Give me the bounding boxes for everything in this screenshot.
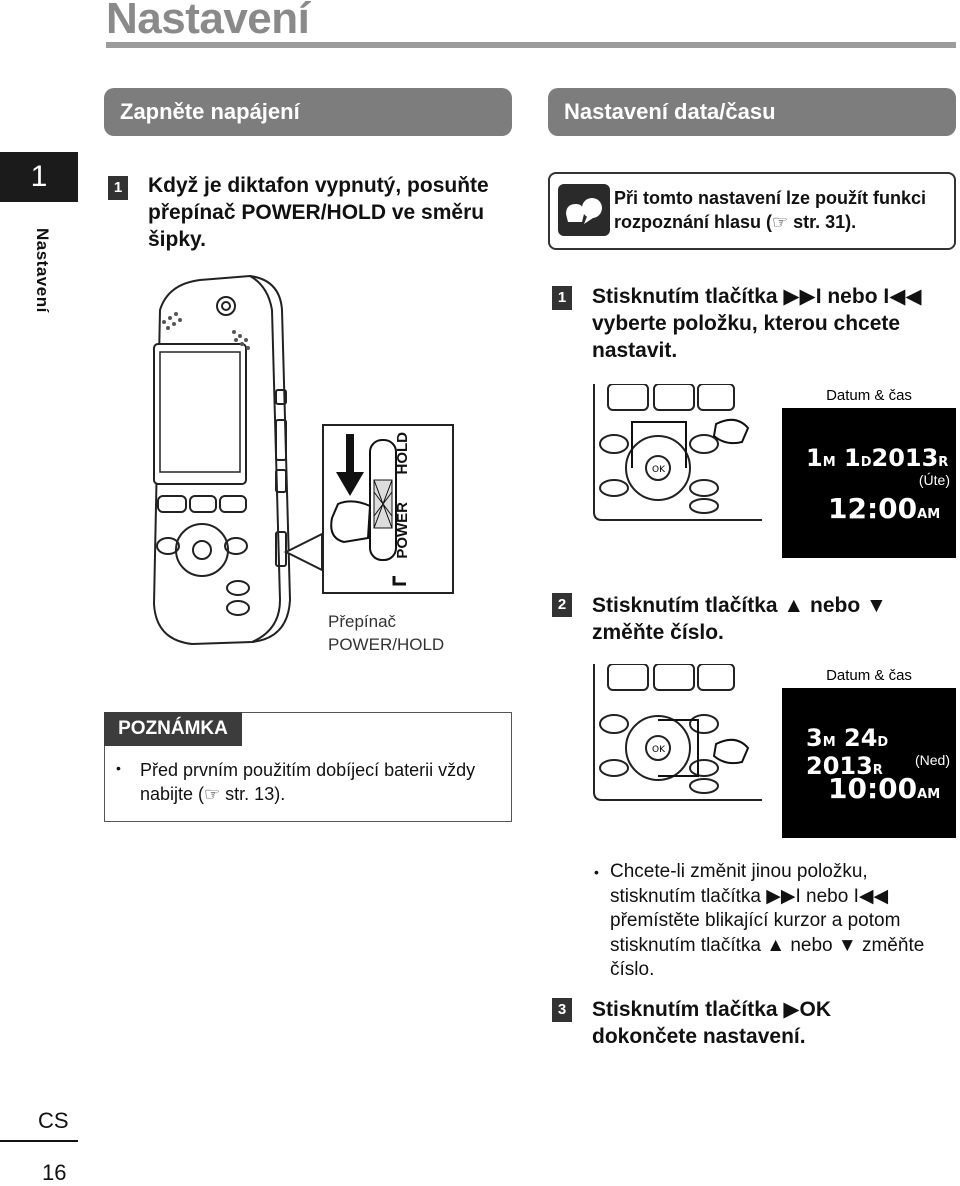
title-rule <box>106 42 956 48</box>
screen-time: 12:00AM <box>828 492 940 525</box>
day-unit: D <box>877 735 889 750</box>
ampm: AM <box>917 787 941 802</box>
weekday: (Úte) <box>918 472 950 488</box>
chapter-tab: 1 <box>0 152 78 202</box>
step-text: Stisknutím tlačítka ▶OK dokončete nastav… <box>592 998 832 1048</box>
time-value: 10:00 <box>828 772 918 805</box>
tip-box <box>548 172 956 250</box>
step-number: 1 <box>108 176 128 200</box>
day-value: 1 <box>844 444 861 472</box>
recorder-body <box>152 274 292 646</box>
step-text: Stisknutím tlačítka ▲ nebo ▼ změňte čísl… <box>592 594 887 644</box>
switch-label-hold: HOLD <box>394 432 411 475</box>
keypad-illustration: OK <box>593 384 762 521</box>
step-number: 3 <box>552 998 572 1022</box>
arrow-down-icon <box>336 434 364 496</box>
ok-label: OK <box>652 745 666 755</box>
callout-pointer <box>283 532 323 572</box>
month-unit: M <box>822 735 836 750</box>
caption-line: Přepínač <box>328 612 397 631</box>
footer-rule <box>0 1140 78 1142</box>
mic-dots <box>162 312 250 350</box>
bullet-icon: • <box>594 864 599 880</box>
year-value: 2013 <box>806 752 873 780</box>
year-unit: R <box>872 763 883 778</box>
screen-header: Datum & čas <box>782 664 956 688</box>
ampm: AM <box>917 507 941 522</box>
lcd-screen-1: Datum & čas 1M 1D2013R (Úte) 12:00AM <box>782 384 956 558</box>
voice-recognition-icon <box>558 184 610 236</box>
finger-icon <box>712 738 750 765</box>
screen-time: 10:00AM <box>828 772 940 805</box>
page-title: Nastavení <box>106 0 310 43</box>
month-value: 1 <box>806 444 823 472</box>
switch-drawing <box>330 434 406 586</box>
month-value: 3 <box>806 724 823 752</box>
page-number: 16 <box>42 1160 67 1185</box>
caption-line: POWER/HOLD <box>328 635 445 654</box>
step-number: 2 <box>552 593 572 617</box>
switch-caption: Přepínač POWER/HOLD <box>328 610 444 656</box>
bullet-icon: • <box>116 760 121 776</box>
year-value: 2013 <box>871 444 939 472</box>
step-number: 1 <box>552 286 572 310</box>
ok-label: OK <box>652 465 666 475</box>
keypad-illustration: OK <box>593 664 762 801</box>
recorder-illustration <box>152 274 323 646</box>
tip-text: Při tomto nastavení lze použít funkci ro… <box>614 188 927 232</box>
screen-date: 1M 1D2013R <box>806 444 948 472</box>
note-header: POZNÁMKA <box>104 712 242 746</box>
section-header-power: Zapněte napájení <box>104 88 512 136</box>
bullet-text: Chcete-li změnit jinou položku, stisknut… <box>610 861 925 980</box>
section-header-datetime: Nastavení data/času <box>548 88 956 136</box>
day-unit: D <box>860 455 872 470</box>
switch-label-power: POWER <box>394 502 411 559</box>
weekday: (Ned) <box>914 752 950 768</box>
speech-icon <box>566 198 602 224</box>
lcd-screen-2: Datum & čas 3M 24D 2013R (Ned) 10:00AM <box>782 664 956 838</box>
step-text: Když je diktafon vypnutý, posuňte přepín… <box>148 174 489 251</box>
month-unit: M <box>822 455 836 470</box>
screen-header: Datum & čas <box>782 384 956 408</box>
chapter-tab-label: Nastavení <box>33 228 52 313</box>
finger-icon <box>712 418 750 445</box>
finger-icon <box>330 500 372 544</box>
screen-date: 3M 24D 2013R <box>806 724 956 780</box>
time-value: 12:00 <box>828 492 918 525</box>
year-unit: R <box>938 455 949 470</box>
note-text: Před prvním použitím dobíjecí baterii vž… <box>140 760 476 804</box>
step-text: Stisknutím tlačítka ▶▶I nebo I◀◀ vyberte… <box>592 285 922 362</box>
day-value: 24 <box>844 724 878 752</box>
switch-callout: HOLD POWER <box>322 424 454 594</box>
note-box <box>104 712 512 822</box>
language-code: CS <box>38 1108 69 1133</box>
